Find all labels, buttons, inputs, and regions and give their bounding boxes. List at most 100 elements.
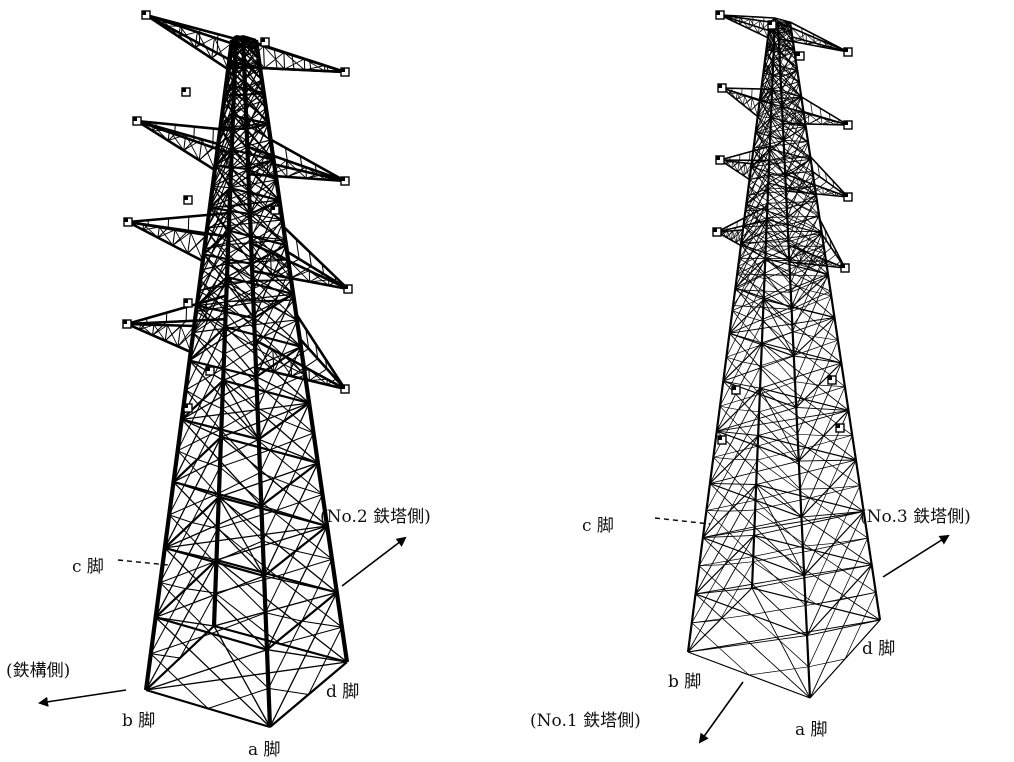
crossarm-chord	[788, 244, 846, 269]
diagonal-brace	[778, 21, 791, 33]
secondary-brace	[766, 197, 787, 212]
diagonal-brace	[765, 258, 835, 318]
diagonal-brace	[758, 409, 849, 436]
insulator-icon	[182, 88, 186, 92]
crossarm-brace	[743, 160, 760, 176]
shaft-brace	[779, 55, 798, 68]
shaft-brace	[780, 66, 798, 90]
secondary-brace	[751, 605, 806, 616]
shaft-brace	[773, 46, 798, 68]
diagonal-brace	[224, 94, 248, 130]
crossarm-brace	[185, 134, 200, 161]
crossarm-brace	[248, 153, 268, 175]
crossarm-brace	[290, 270, 310, 279]
shaft-brace	[249, 213, 283, 221]
shaft-brace	[783, 111, 804, 141]
main-leg	[750, 17, 777, 589]
secondary-brace	[823, 434, 853, 437]
crossarm-brace	[250, 243, 272, 275]
secondary-brace	[805, 543, 835, 606]
secondary-brace	[691, 622, 750, 676]
diagonal-brace	[755, 106, 783, 133]
diagonal-brace	[220, 436, 328, 527]
shaft-brace	[248, 190, 280, 201]
crossarm-brace	[759, 20, 769, 38]
crossarm-chord	[821, 233, 846, 269]
secondary-brace	[792, 331, 815, 338]
shaft-brace	[234, 73, 266, 101]
insulator-icon	[142, 11, 146, 15]
shaft-brace	[785, 156, 811, 192]
secondary-brace	[289, 432, 314, 485]
secondary-brace	[185, 389, 221, 430]
secondary-brace	[254, 347, 279, 363]
crossarm-brace	[739, 17, 750, 29]
diagonal-brace	[729, 332, 763, 344]
diagonal-brace	[164, 547, 217, 561]
crossarm-chord	[145, 13, 236, 64]
secondary-brace	[262, 484, 291, 542]
secondary-brace	[805, 599, 840, 606]
secondary-brace	[233, 111, 247, 129]
crossarm-brace	[731, 224, 748, 241]
crossarm-brace	[743, 163, 752, 176]
crossarm-brace	[177, 325, 195, 347]
shaft-brace	[734, 245, 767, 290]
diagonal-brace	[209, 149, 233, 208]
plan-brace	[164, 525, 328, 549]
crossarm-brace	[805, 33, 807, 45]
secondary-brace	[185, 588, 216, 594]
crossarm-brace	[730, 230, 733, 241]
secondary-brace	[760, 352, 802, 366]
crossarm-brace	[736, 92, 744, 106]
crossarm-brace	[784, 173, 799, 193]
insulator-icon	[123, 320, 127, 324]
crossarm-brace	[308, 251, 312, 267]
crossarm-brace	[205, 301, 208, 321]
crossarm-brace	[835, 191, 842, 197]
crossarm-chord	[812, 170, 849, 198]
secondary-brace	[806, 447, 861, 486]
crossarm-brace	[810, 187, 824, 194]
secondary-brace	[806, 434, 853, 449]
diagonal-brace	[253, 317, 302, 348]
crossarm-brace	[198, 143, 219, 161]
secondary-brace	[732, 310, 747, 317]
crossarm-chord	[721, 87, 773, 91]
diagonal-brace	[754, 511, 864, 536]
secondary-brace	[738, 265, 751, 274]
secondary-brace	[169, 514, 192, 523]
diagonal-brace	[218, 496, 338, 594]
crossarm-brace	[778, 27, 793, 40]
crossarm-brace	[321, 263, 325, 275]
secondary-brace	[784, 158, 799, 169]
right-leg-label-c: c 脚	[582, 516, 614, 536]
secondary-brace	[196, 408, 223, 460]
secondary-brace	[295, 550, 333, 560]
shaft-brace	[773, 60, 800, 83]
crossarm-brace	[729, 90, 737, 100]
diagonal-brace	[234, 61, 265, 94]
secondary-brace	[160, 582, 187, 590]
diagonal-brace	[263, 575, 337, 594]
plan-brace	[181, 402, 310, 421]
diagonal-brace	[709, 387, 761, 484]
crossarm-brace	[731, 162, 740, 169]
crossarm-chord	[136, 119, 233, 132]
secondary-brace	[214, 561, 266, 614]
crossarm-brace	[308, 369, 328, 386]
secondary-brace	[177, 399, 203, 451]
secondary-brace	[197, 459, 221, 468]
crossarm-chord	[250, 242, 349, 291]
diagonal-brace	[155, 496, 220, 618]
shaft-brace	[771, 88, 804, 113]
secondary-brace	[813, 295, 832, 337]
crossarm-brace	[781, 106, 797, 124]
crossarm-brace	[789, 249, 801, 263]
crossarm-brace	[821, 117, 836, 125]
crossarm-brace	[246, 146, 269, 176]
left-leg-label-a: a 脚	[248, 740, 281, 760]
crossarm-brace	[289, 261, 311, 283]
secondary-brace	[778, 31, 786, 43]
crossarm-brace	[269, 252, 272, 275]
